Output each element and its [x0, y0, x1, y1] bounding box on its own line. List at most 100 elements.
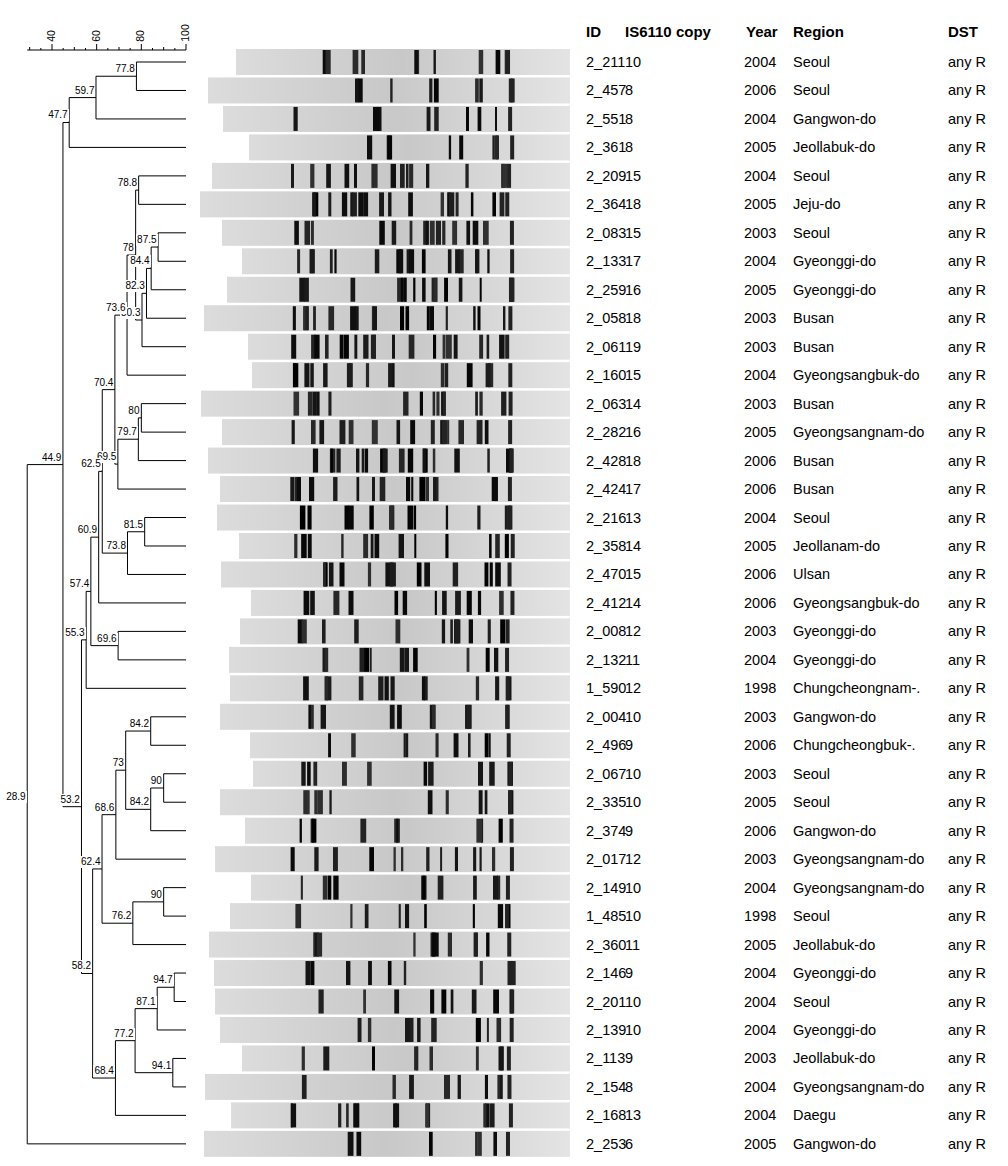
table-cell: Seoul [793, 993, 830, 1011]
similarity-value: 57.4 [69, 578, 90, 590]
table-cell: 2_083 [586, 224, 626, 242]
table-cell: 2005 [744, 281, 776, 299]
gel-band [426, 221, 429, 245]
gel-band [385, 676, 389, 700]
gel-band [466, 107, 469, 131]
gel-band [453, 562, 458, 586]
table-cell: any R [948, 879, 986, 897]
gel-band [422, 249, 426, 273]
table-cell: 2005 [744, 423, 776, 441]
gel-band [455, 847, 458, 871]
gel-band [478, 1132, 482, 1156]
gel-band [436, 392, 439, 416]
dendrogram-branch [93, 1078, 116, 1079]
gel-band [417, 1018, 421, 1042]
table-cell: 1_590 [586, 679, 626, 697]
gel-band [494, 477, 498, 501]
gel-band [434, 107, 439, 131]
gel-band [433, 278, 437, 302]
gel-band [506, 676, 510, 700]
table-cell: any R [948, 1021, 986, 1039]
gel-band [389, 506, 394, 530]
gel-band [323, 562, 328, 586]
gel-band [379, 192, 384, 216]
table-cell: any R [948, 565, 986, 583]
dendrogram-branch [136, 90, 186, 91]
gel-band [509, 449, 513, 473]
gel-band [379, 221, 385, 245]
gel-band [505, 50, 510, 74]
gel-band [291, 847, 295, 871]
gel-band [423, 449, 428, 473]
gel-lane [250, 732, 570, 758]
gel-band [432, 278, 438, 302]
gel-band [483, 221, 489, 245]
gel-band [466, 221, 470, 245]
gel-band [508, 506, 512, 530]
gel-lane [230, 903, 570, 929]
table-cell: any R [948, 765, 986, 783]
gel-band [431, 420, 435, 444]
table-cell: Daegu [793, 1106, 836, 1124]
dendrogram-branch [136, 320, 142, 321]
gel-lane [231, 1102, 570, 1128]
table-cell: Seoul [793, 167, 830, 185]
gel-band [360, 819, 366, 843]
gel-band [490, 1103, 495, 1127]
gel-band [311, 221, 314, 245]
gel-band [368, 1018, 371, 1042]
gel-band [510, 591, 514, 615]
table-cell: 2_146 [586, 964, 626, 982]
gel-band [350, 306, 356, 330]
gel-band [300, 819, 302, 843]
scale-tick [174, 48, 175, 50]
gel-band [406, 733, 408, 757]
table-cell: 2004 [744, 1021, 776, 1039]
gel-band [414, 534, 416, 558]
gel-band [510, 1018, 514, 1042]
dendrogram-branch [69, 147, 186, 148]
table-cell: 2_168 [586, 1106, 626, 1124]
gel-band [397, 278, 403, 302]
gel-band [495, 676, 499, 700]
table-cell: any R [948, 338, 986, 356]
gel-band [480, 847, 482, 871]
gel-band [497, 1018, 502, 1042]
dendrogram-branch [157, 987, 174, 988]
dendrogram-branch [136, 62, 186, 63]
gel-band [483, 1103, 486, 1127]
gel-band [476, 249, 479, 273]
table-cell: 2003 [744, 708, 776, 726]
table-cell: 2003 [744, 850, 776, 868]
gel-band [496, 50, 501, 74]
table-cell: 12 [625, 679, 641, 697]
gel-band [426, 1103, 430, 1127]
table-cell: 2_428 [586, 452, 626, 470]
gel-band [325, 676, 329, 700]
gel-band [396, 819, 398, 843]
table-cell: 10 [625, 993, 641, 1011]
gel-band [499, 335, 505, 359]
gel-band [467, 648, 470, 672]
gel-band [479, 50, 484, 74]
dendrogram-branch [174, 1001, 186, 1002]
table-cell: Busan [793, 452, 834, 470]
dendrogram-branch [96, 76, 136, 77]
table-cell: 2_374 [586, 822, 626, 840]
gel-band [427, 306, 430, 330]
table-cell: 2003 [744, 224, 776, 242]
gel-band [340, 562, 345, 586]
dendrogram-branch [118, 489, 186, 490]
similarity-value: 78.8 [117, 177, 138, 189]
table-cell: any R [948, 964, 986, 982]
table-cell: Gangwon-do [793, 708, 876, 726]
scale-tick [119, 47, 120, 50]
table-cell: Gyeongsangbuk-do [793, 366, 920, 384]
gel-band [310, 249, 315, 273]
gel-band [349, 591, 354, 615]
dendrogram-branch [151, 830, 186, 831]
gel-band [485, 562, 489, 586]
similarity-value: 87.5 [136, 234, 157, 246]
gel-band [433, 449, 436, 473]
gel-band [295, 904, 301, 928]
